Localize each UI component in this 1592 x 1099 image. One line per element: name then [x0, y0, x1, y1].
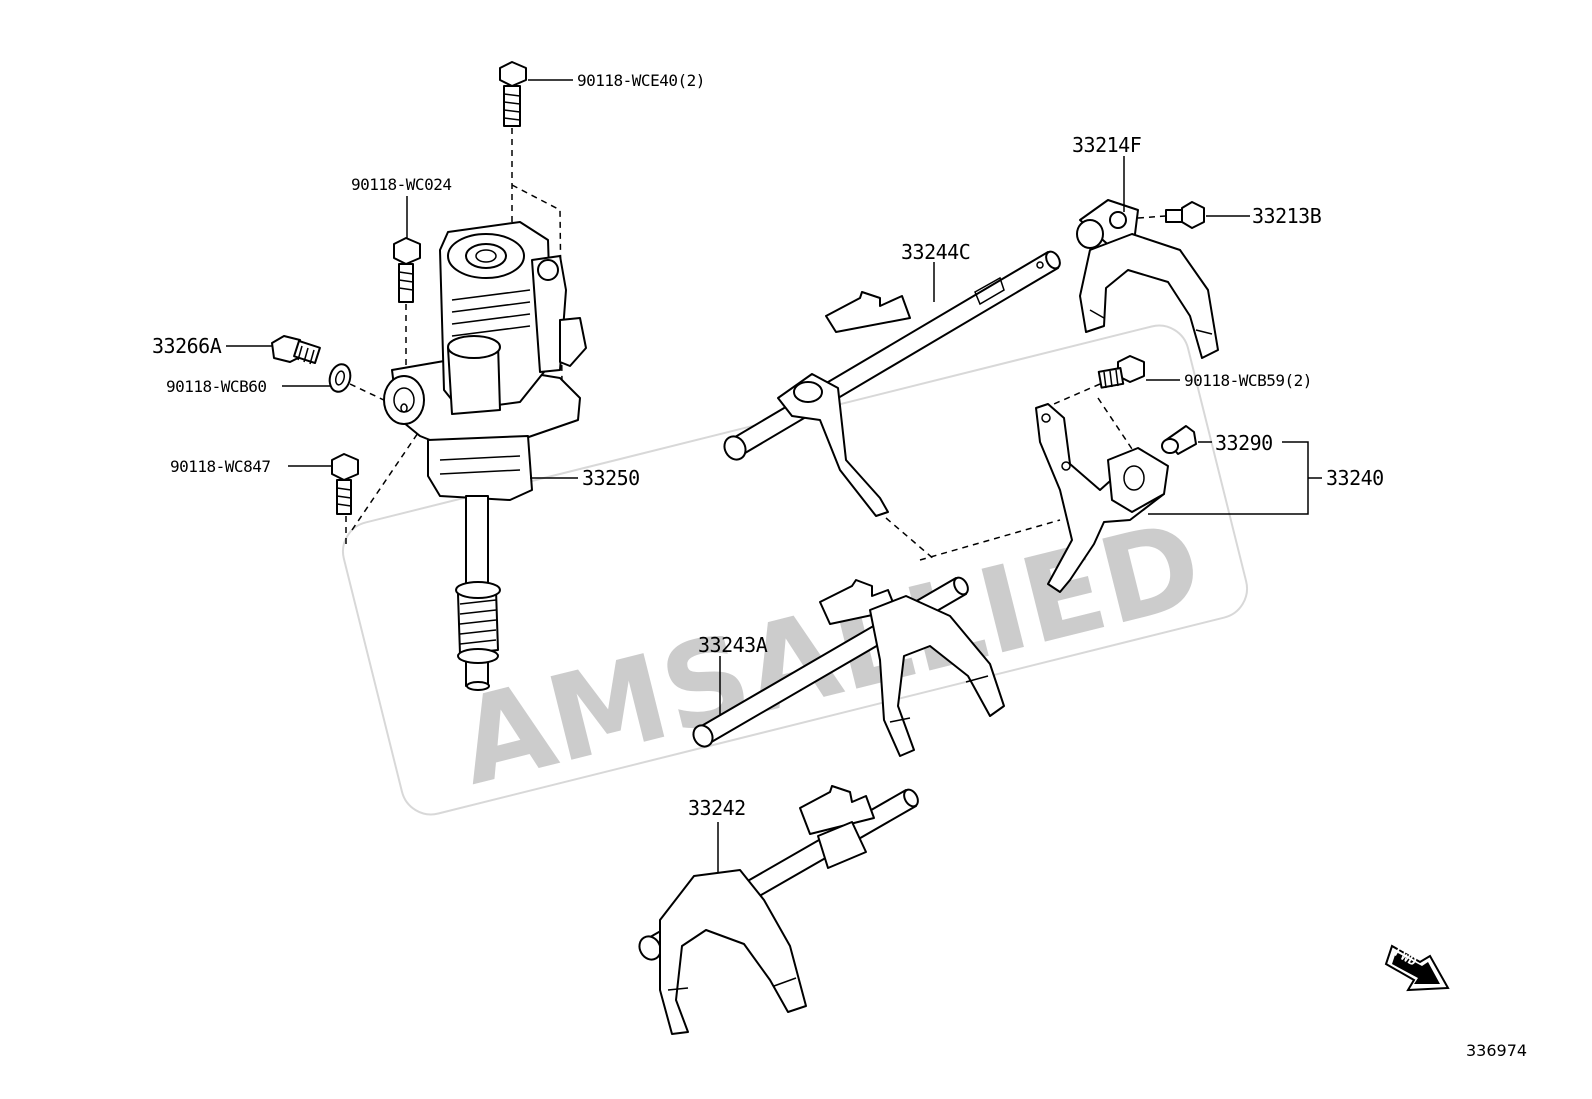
fwd-arrow-icon: FWD	[1384, 944, 1450, 992]
drawing-number: 336974	[1466, 1041, 1527, 1060]
plug-33266a[interactable]	[271, 335, 321, 365]
callout-90118-wcb59[interactable]: 90118-WCB59(2)	[1184, 371, 1312, 390]
shift-fork-33243a[interactable]	[690, 575, 1005, 757]
callout-33242[interactable]: 33242	[688, 796, 746, 820]
pin-33290[interactable]	[1161, 425, 1197, 455]
callout-90118-wc024[interactable]: 90118-WC024	[351, 175, 452, 194]
callout-33244c[interactable]: 33244C	[901, 240, 971, 264]
bolt-90118-wce40[interactable]	[499, 61, 527, 127]
callout-90118-wc847[interactable]: 90118-WC847	[170, 457, 271, 476]
callout-33214f[interactable]: 33214F	[1072, 133, 1142, 157]
callout-33240[interactable]: 33240	[1326, 466, 1384, 490]
callout-33250[interactable]: 33250	[582, 466, 640, 490]
bolt-90118-wc024[interactable]	[393, 237, 421, 303]
callout-33266a[interactable]: 33266A	[152, 334, 222, 358]
bolt-90118-wcb59[interactable]	[1097, 355, 1145, 389]
callout-90118-wcb60[interactable]: 90118-WCB60	[166, 377, 267, 396]
shift-fork-33244c[interactable]	[720, 249, 1062, 517]
shift-bracket-33240[interactable]	[1035, 403, 1169, 593]
washer-90118-wcb60[interactable]	[327, 362, 354, 394]
callout-90118-wce40[interactable]: 90118-WCE40(2)	[577, 71, 705, 90]
shift-housing-33250[interactable]	[383, 221, 587, 691]
callout-33213b[interactable]: 33213B	[1252, 204, 1322, 228]
bolt-33213b[interactable]	[1165, 201, 1205, 229]
callout-33290[interactable]: 33290	[1215, 431, 1273, 455]
callout-33243a[interactable]: 33243A	[698, 633, 768, 657]
bolt-90118-wc847[interactable]	[331, 453, 359, 515]
shift-fork-33242[interactable]	[635, 785, 920, 1035]
